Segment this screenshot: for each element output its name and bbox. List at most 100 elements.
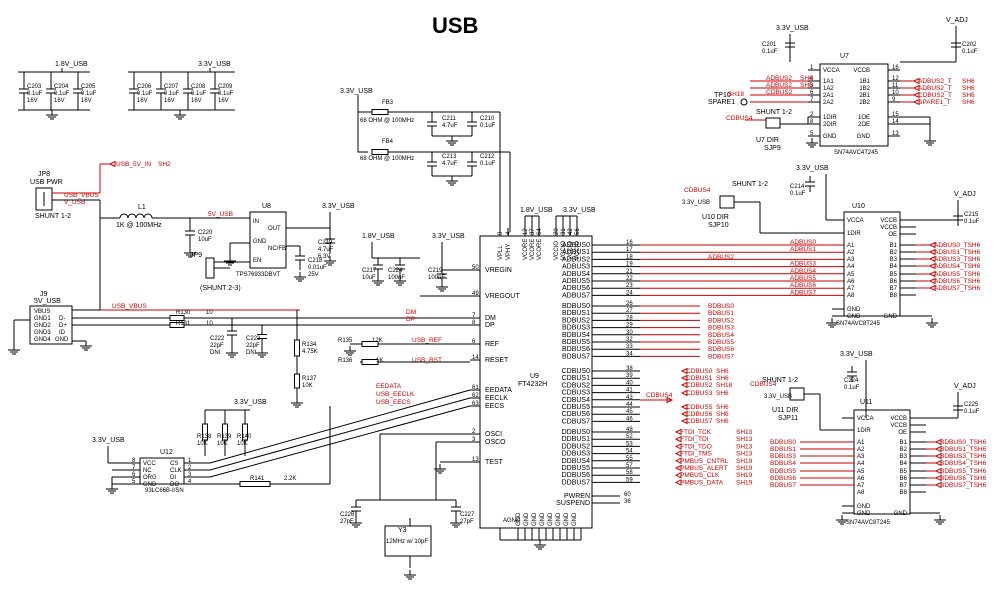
label-211: CDBUS1 (686, 375, 713, 382)
label-130: VPLL (498, 245, 504, 260)
label-198: ADBUS6 (790, 282, 816, 289)
label-84: 22pF (246, 343, 260, 349)
ground-symbol-13 (291, 398, 303, 408)
label-391: BDBUS7 (770, 482, 796, 489)
label-371: GND (857, 504, 871, 510)
label-384: 3.3V_USB (764, 394, 792, 400)
ground-symbol-6 (224, 256, 236, 266)
label-349: U10 DIR (702, 214, 729, 221)
label-108: 49 (472, 291, 479, 297)
label-265: 10K (237, 441, 248, 447)
ground-symbol-9 (8, 345, 20, 355)
label-91: 12K (372, 338, 383, 344)
label-287: 7 (810, 97, 814, 103)
label-348: SHUNT 1-2 (732, 181, 768, 188)
label-216: SH6 (716, 390, 729, 397)
label-268: USB_EECS (376, 399, 411, 406)
label-71: ID (59, 330, 66, 336)
jumper-jp9 (205, 257, 215, 279)
label-337: A7 (847, 286, 855, 292)
u7-pin-7: 2OE (858, 122, 870, 128)
label-242: 8 (132, 458, 136, 464)
label-32: C212 (480, 154, 495, 160)
label-74: R130 (176, 310, 191, 316)
label-10: C206 (137, 84, 152, 90)
label-383: CDBUS4 (750, 381, 777, 388)
label-12: 16V (137, 98, 148, 104)
offsheet-flag-4 (680, 381, 688, 389)
label-222: SH6 (716, 418, 729, 425)
label-174: 34 (626, 351, 633, 357)
bus-pin-label-7: ADBUS6 (562, 285, 590, 292)
ground-symbol-23 (404, 570, 416, 580)
offsheet-flag-35 (934, 481, 942, 489)
label-106: 50 (472, 265, 479, 271)
label-237: SH19 (736, 472, 753, 479)
label-357: ADBUS5_TSH6 (934, 271, 981, 278)
ground-symbol-25 (806, 138, 818, 148)
label-355: ADBUS3_TSH6 (934, 256, 981, 263)
offsheet-flag-17 (674, 479, 682, 486)
offsheet-flag-15 (674, 464, 682, 472)
label-223: CDBUS4 (646, 392, 673, 399)
label-177: 40 (626, 380, 633, 386)
offsheet-flag-9 (666, 396, 674, 404)
label-378: C225 (964, 402, 979, 408)
label-167: 26 (626, 301, 633, 307)
offsheet-flag-22 (928, 241, 936, 249)
label-120: 62 (472, 393, 479, 399)
label-18: 16V (191, 98, 202, 104)
label-301: 13 (892, 131, 899, 137)
bus-pin-label-24: CDBUS7 (562, 418, 591, 425)
label-49: NC/FB (268, 246, 286, 252)
bus-pin-label-22: CDBUS5 (562, 404, 591, 411)
resistor-5 (294, 339, 300, 357)
label-224: FTDI_TCK (680, 429, 712, 436)
label-327: CDBUS4 (726, 115, 753, 122)
label-313: CDBUS2 (766, 89, 793, 96)
label-189: 58 (626, 470, 633, 476)
label-51: C220 (198, 230, 213, 236)
label-113: DP (485, 322, 495, 329)
label-393: BDBUS1_TSH6 (940, 446, 987, 453)
label-245: ORG (143, 475, 157, 481)
label-365: A3 (857, 454, 865, 460)
label-248: 5 (132, 479, 136, 485)
label-104: U9 (530, 373, 539, 380)
label-142: VCCIO (561, 241, 567, 260)
label-40: V_USB (64, 199, 85, 206)
label-38: SH2 (158, 161, 171, 168)
label-23: 68 OHM @ 100MHz (360, 118, 414, 124)
label-33: 0.1uF (480, 161, 496, 167)
test-point-tp10 (740, 98, 748, 106)
label-234: PMBUS_ALERT (680, 465, 728, 472)
label-24: FB4 (382, 139, 394, 145)
label-134: VCORE (523, 239, 529, 260)
label-114: 6 (472, 339, 476, 345)
bus-pin-label-19: CDBUS2 (562, 382, 591, 389)
label-373: SN74AVC8T245 (846, 520, 891, 526)
usb-connector-j9 (29, 305, 73, 345)
label-147: 56 (575, 228, 581, 235)
label-186: 54 (626, 449, 633, 455)
label-285: 6 (810, 90, 814, 96)
label-249: CS (170, 461, 178, 467)
label-359: ADBUS7_TSH6 (934, 285, 981, 292)
offsheet-flag-21 (912, 98, 920, 106)
label-396: BDBUS5_TSH6 (940, 468, 987, 475)
label-338: A8 (847, 293, 855, 299)
label-279: 1 (810, 65, 814, 71)
label-330: 1DIR (847, 231, 861, 237)
label-276: 27pF (460, 519, 474, 525)
offsheet-flag-19 (912, 84, 920, 92)
offsheet-flag-11 (674, 435, 682, 443)
ground-symbol-26 (826, 318, 838, 328)
u10-pin-9: B6 (890, 279, 898, 285)
offsheet-flag-5 (680, 389, 688, 397)
label-185: 53 (626, 441, 633, 447)
label-238: PMBUS_DATA (680, 479, 724, 486)
label-139: 64 (537, 228, 543, 235)
label-158: GND (572, 512, 578, 526)
bus-pin-label-18: CDBUS1 (562, 375, 591, 382)
